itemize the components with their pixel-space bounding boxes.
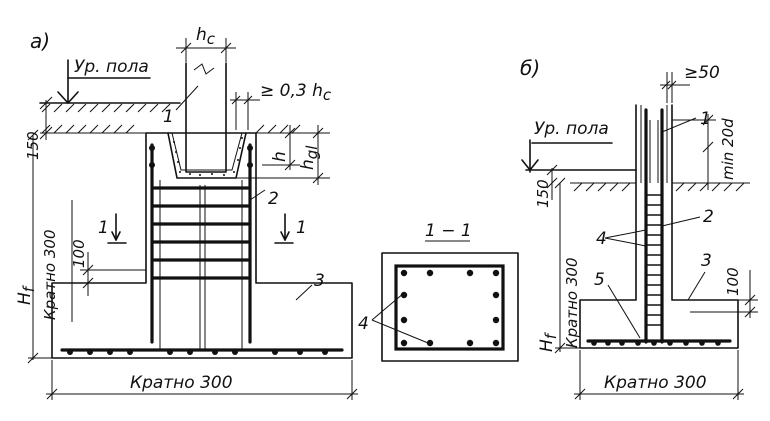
dim-krat-v-a: Кратно 300 [41, 230, 59, 320]
socket-a [167, 132, 247, 179]
reinforcement-cage-a [60, 143, 344, 355]
dim-100-b-text: 100 [724, 267, 742, 296]
section-callout-4: 4 [358, 314, 369, 334]
section-mark-a: 1 1 [98, 213, 307, 244]
dim-Hf-b-text: Hf [537, 331, 560, 352]
floor-label-b: Ур. пола [534, 119, 609, 139]
callout-3-a: 3 [314, 271, 325, 291]
dim-100-a-text: 100 [70, 239, 88, 268]
dim-krat-h-b: Кратно 300 [574, 350, 744, 400]
panel-a-tag: а) [30, 29, 50, 53]
panel-b: б) Ур. пола [520, 56, 758, 400]
section-1-1: 1 − 1 4 [358, 221, 519, 362]
callout-5-b: 5 [594, 270, 605, 290]
callout-1-a: 1 [163, 107, 174, 127]
callout-2-a: 2 [268, 189, 279, 209]
grout-fill-a [173, 137, 243, 176]
callout-3-b: 3 [701, 251, 712, 271]
dim-h-hgl: h hgl [236, 125, 330, 185]
section-mark-left: 1 [98, 218, 109, 238]
dim-50: ≥50 [660, 63, 720, 103]
dim-krat-h-a-text: Кратно 300 [130, 373, 233, 393]
panel-a: а) Ур. пола [15, 25, 358, 400]
dim-Hf-a-text: Hf [15, 284, 38, 305]
dim-20d-text: min 20d [719, 118, 737, 180]
dim-krat-h-b-text: Кратно 300 [604, 373, 707, 393]
dim-gap-text: ≥ 0,3 hc [260, 81, 332, 104]
callout-1-b: 1 [700, 109, 711, 129]
panel-b-tag: б) [520, 56, 540, 80]
reinforcement-b [586, 108, 732, 346]
section-ties [394, 264, 505, 351]
dim-100-a: 100 [70, 239, 146, 296]
dim-Hf-b: Hf Кратно 300 [537, 177, 581, 354]
dim-h-text: h [270, 151, 290, 162]
floor-label-a: Ур. пола [74, 57, 149, 77]
dim-150-b-text: 150 [534, 179, 552, 208]
section-mark-right: 1 [296, 218, 307, 238]
dim-hc: hc [176, 25, 236, 62]
ground-hatching-b [573, 182, 745, 192]
dim-krat-h-a: Кратно 300 [46, 360, 358, 400]
dim-gap: ≥ 0,3 hc [230, 81, 332, 130]
dim-100-b: 100 [672, 267, 758, 318]
dim-Hf-a: Hf Кратно 300 [15, 129, 73, 364]
dim-hc-text: hc [196, 25, 216, 48]
section-outline [381, 252, 519, 362]
floor-level-b: Ур. пола [521, 119, 750, 192]
dim-20d: min 20d [672, 114, 737, 190]
callout-4-b: 4 [596, 229, 607, 249]
section-bars [400, 269, 500, 347]
section-title: 1 − 1 [425, 221, 472, 241]
dim-150-b: 150 [534, 164, 558, 208]
ground-hatching-a [41, 103, 301, 134]
dim-50-text: ≥50 [684, 63, 720, 83]
callout-2-b: 2 [703, 207, 714, 227]
dim-hgl-text: hgl [298, 145, 321, 170]
column-a [185, 62, 227, 173]
dim-krat-v-b: Кратно 300 [563, 258, 581, 348]
